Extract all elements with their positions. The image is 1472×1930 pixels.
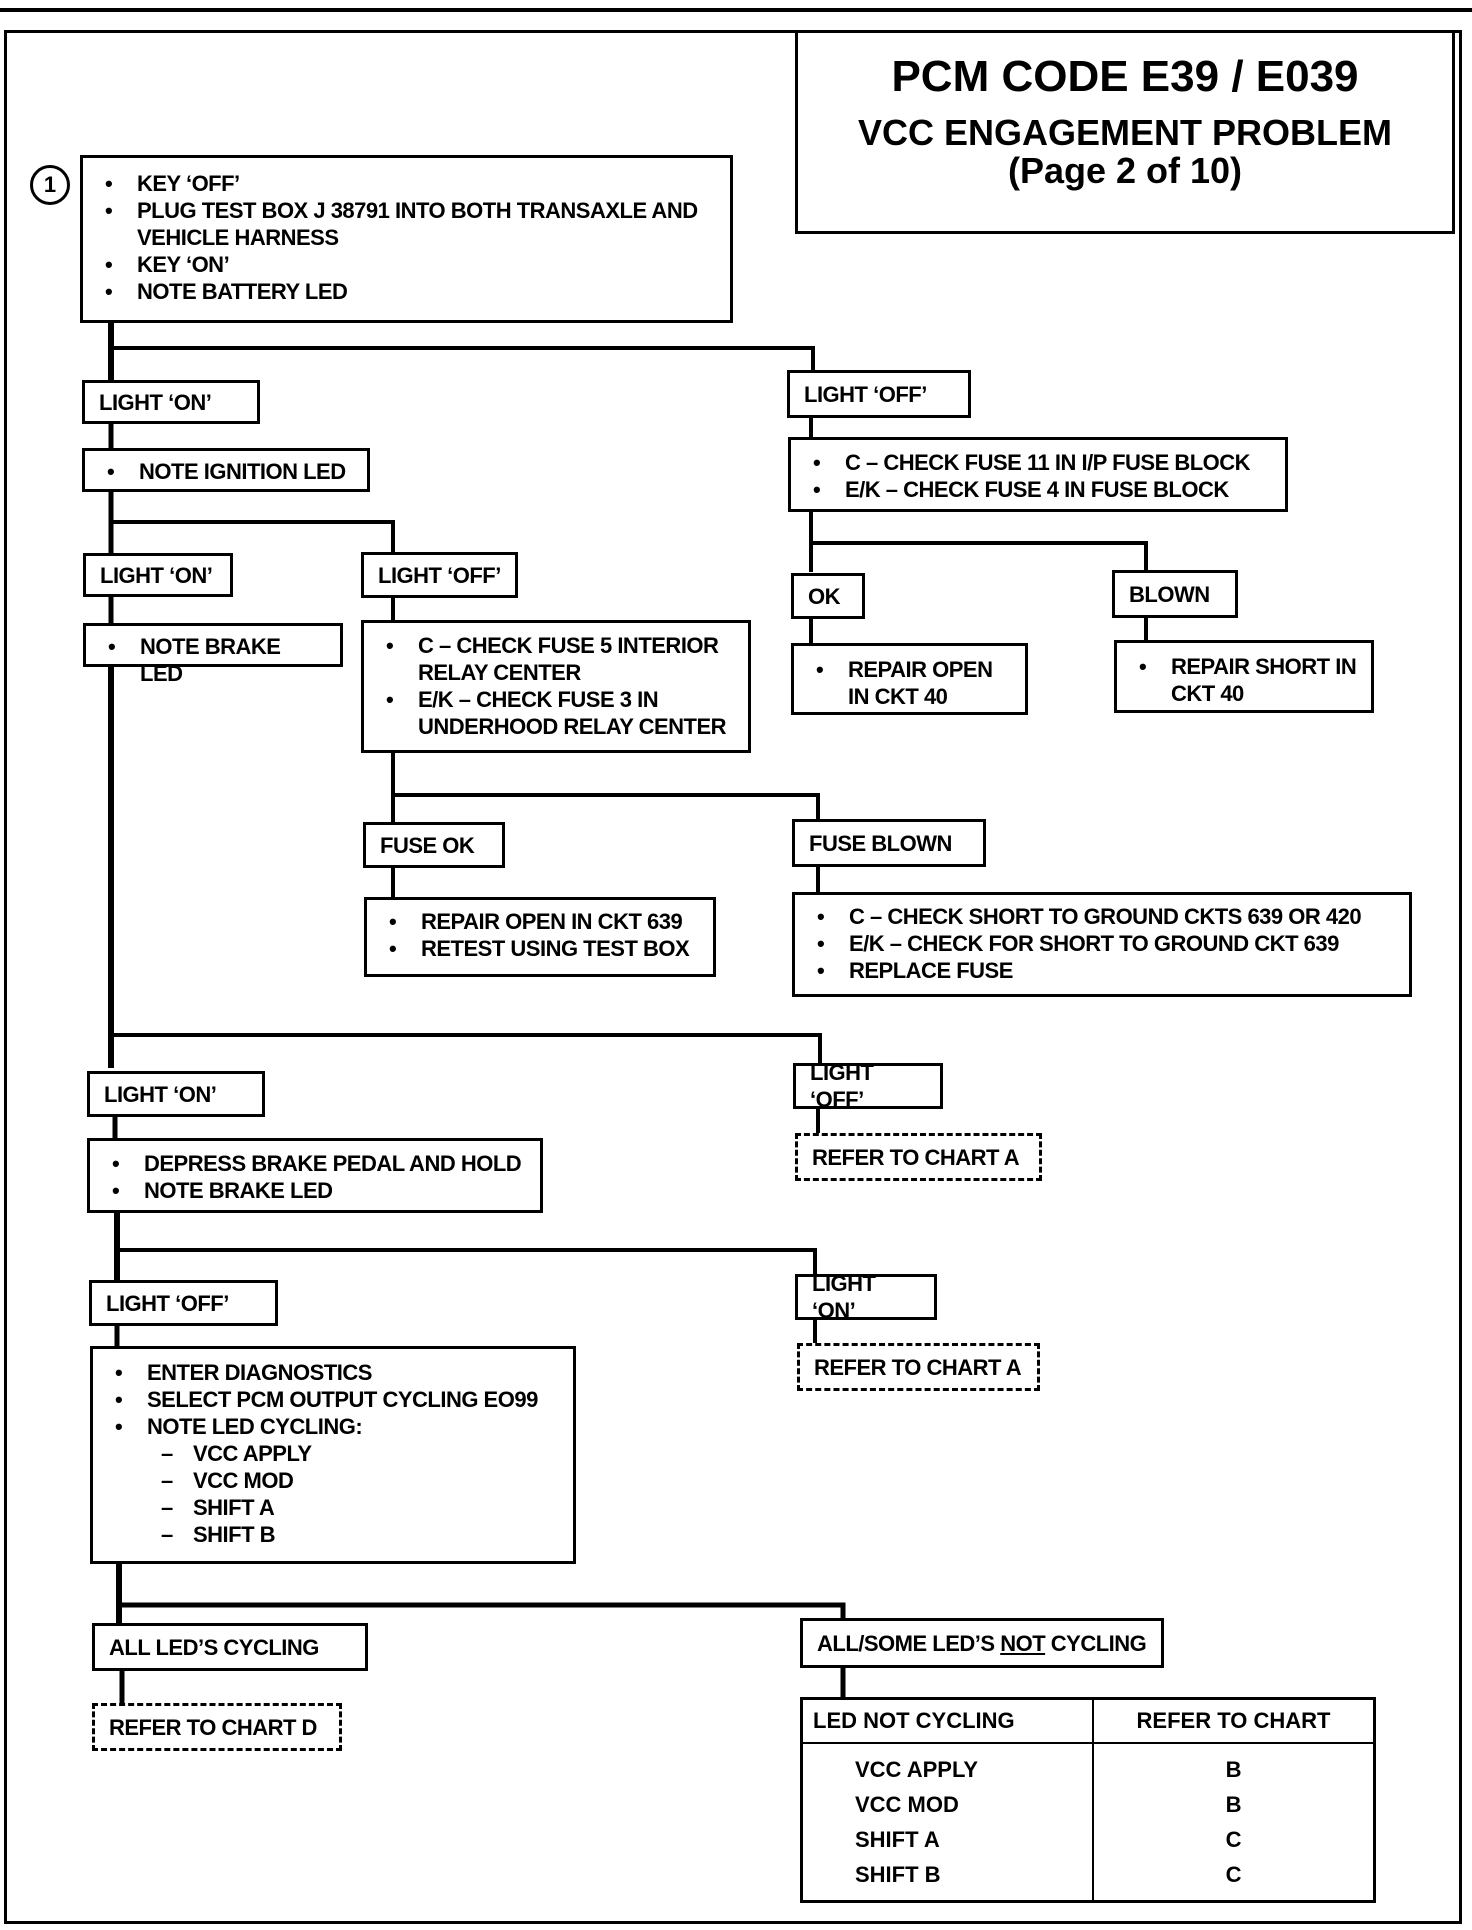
refer-chart-d: REFER TO CHART D: [92, 1703, 342, 1751]
diag-sub-item: SHIFT A: [105, 1494, 561, 1521]
table-cell: B: [1225, 1791, 1242, 1817]
bullet-item: C – CHECK FUSE 5 INTERIOR RELAY CENTER: [376, 632, 736, 686]
col-refer-to-chart: REFER TO CHART: [1093, 1698, 1375, 1744]
page-subtitle: VCC ENGAGEMENT PROBLEM: [857, 112, 1393, 153]
repair-open-639-list: REPAIR OPEN IN CKT 639RETEST USING TEST …: [379, 908, 701, 962]
ignition-light-off: LIGHT ‘OFF’: [361, 552, 518, 598]
bullet-item: NOTE BRAKE LED: [98, 633, 328, 687]
refer-chart-a-2: REFER TO CHART A: [797, 1343, 1040, 1391]
ignition-step-box: NOTE IGNITION LED: [82, 448, 370, 492]
step1-box: KEY ‘OFF’PLUG TEST BOX J 38791 INTO BOTH…: [80, 155, 733, 323]
bullet-item: KEY ‘OFF’: [95, 170, 718, 197]
depress-step-box: DEPRESS BRAKE PEDAL AND HOLDNOTE BRAKE L…: [87, 1138, 543, 1213]
repair-short-40-box: REPAIR SHORT IN CKT 40: [1114, 640, 1374, 713]
table-row: SHIFT B C: [801, 1857, 1375, 1902]
bullet-item: KEY ‘ON’: [95, 251, 718, 278]
fuse-check-relay-box: C – CHECK FUSE 5 INTERIOR RELAY CENTERE/…: [361, 620, 751, 753]
repair-open-40-list: REPAIR OPEN IN CKT 40: [806, 656, 1013, 710]
fuse-check-relay-list: C – CHECK FUSE 5 INTERIOR RELAY CENTERE/…: [376, 632, 736, 740]
top-rule: [0, 8, 1472, 12]
table-cell: C: [1225, 1861, 1242, 1887]
not-cycling-underlined: NOT: [1000, 1630, 1046, 1656]
diag-item: NOTE LED CYCLING:: [105, 1413, 561, 1440]
fuse-check-ip-list: C – CHECK FUSE 11 IN I/P FUSE BLOCKE/K –…: [803, 449, 1273, 503]
ignition-light-on: LIGHT ‘ON’: [83, 553, 233, 597]
bullet-item: E/K – CHECK FUSE 3 IN UNDERHOOD RELAY CE…: [376, 686, 736, 740]
bullet-item: C – CHECK SHORT TO GROUND CKTS 639 OR 42…: [807, 903, 1397, 930]
brake-light-on: LIGHT ‘ON’: [87, 1071, 265, 1117]
bullet-item: NOTE BRAKE LED: [102, 1177, 528, 1204]
bullet-item: REPAIR OPEN IN CKT 639: [379, 908, 701, 935]
table-cell: VCC MOD: [801, 1787, 1095, 1822]
diagnostics-list: ENTER DIAGNOSTICS SELECT PCM OUTPUT CYCL…: [105, 1359, 561, 1548]
brake-step-list: NOTE BRAKE LED: [98, 633, 328, 687]
bullet-item: E/K – CHECK FUSE 4 IN FUSE BLOCK: [803, 476, 1273, 503]
check-short-box: C – CHECK SHORT TO GROUND CKTS 639 OR 42…: [792, 892, 1412, 997]
bullet-item: RETEST USING TEST BOX: [379, 935, 701, 962]
diagnostics-step-box: ENTER DIAGNOSTICS SELECT PCM OUTPUT CYCL…: [90, 1346, 576, 1564]
bullet-item: PLUG TEST BOX J 38791 INTO BOTH TRANSAXL…: [95, 197, 718, 251]
table-row: VCC APPLY B: [801, 1743, 1375, 1787]
table-cell: SHIFT B: [801, 1857, 1095, 1902]
pedal-light-off: LIGHT ‘OFF’: [89, 1280, 278, 1326]
page-number: (Page 2 of 10): [1007, 150, 1243, 191]
bullet-item: REPLACE FUSE: [807, 957, 1397, 984]
fuse-check-ip-box: C – CHECK FUSE 11 IN I/P FUSE BLOCKE/K –…: [788, 437, 1288, 512]
table-cell: VCC APPLY: [801, 1743, 1095, 1787]
depress-step-list: DEPRESS BRAKE PEDAL AND HOLDNOTE BRAKE L…: [102, 1150, 528, 1204]
fuse-blown-label: BLOWN: [1112, 570, 1238, 618]
table-cell: C: [1225, 1826, 1242, 1852]
leds-not-cycling-label: ALL/SOME LED’S NOT CYCLING: [800, 1618, 1164, 1668]
table-cell: B: [1225, 1756, 1242, 1782]
diag-sub-item: SHIFT B: [105, 1521, 561, 1548]
page-frame: [4, 30, 1462, 1924]
bullet-item: REPAIR OPEN IN CKT 40: [806, 656, 1013, 710]
bullet-item: DEPRESS BRAKE PEDAL AND HOLD: [102, 1150, 528, 1177]
diag-sub-item: VCC APPLY: [105, 1440, 561, 1467]
repair-open-40-box: REPAIR OPEN IN CKT 40: [791, 643, 1028, 715]
not-cycling-text-pre: ALL/SOME LED’S: [817, 1630, 1001, 1656]
battery-light-off: LIGHT ‘OFF’: [787, 370, 971, 418]
step-number-badge: 1: [30, 165, 70, 205]
led-refer-table: LED NOT CYCLING REFER TO CHART VCC APPLY…: [800, 1697, 1376, 1903]
step1-list: KEY ‘OFF’PLUG TEST BOX J 38791 INTO BOTH…: [95, 170, 718, 305]
table-row: VCC MOD B: [801, 1787, 1375, 1822]
bullet-item: REPAIR SHORT IN CKT 40: [1129, 653, 1359, 707]
diag-sub-item: VCC MOD: [105, 1467, 561, 1494]
refer-chart-a-1: REFER TO CHART A: [795, 1133, 1042, 1181]
check-short-list: C – CHECK SHORT TO GROUND CKTS 639 OR 42…: [807, 903, 1397, 984]
diag-item: ENTER DIAGNOSTICS: [105, 1359, 561, 1386]
bullet-item: NOTE IGNITION LED: [97, 458, 355, 485]
battery-light-on: LIGHT ‘ON’: [82, 380, 260, 424]
page-title: PCM CODE E39 / E039: [891, 52, 1359, 101]
not-cycling-text-post: CYCLING: [1045, 1630, 1147, 1656]
table-cell: SHIFT A: [801, 1822, 1095, 1857]
fuse-blown-relay-label: FUSE BLOWN: [792, 819, 986, 867]
table-row: SHIFT A C: [801, 1822, 1375, 1857]
col-led-not-cycling: LED NOT CYCLING: [801, 1698, 1095, 1744]
table-header-row: LED NOT CYCLING REFER TO CHART: [801, 1698, 1375, 1744]
bullet-item: E/K – CHECK FOR SHORT TO GROUND CKT 639: [807, 930, 1397, 957]
diag-item: SELECT PCM OUTPUT CYCLING EO99: [105, 1386, 561, 1413]
all-leds-cycling-label: ALL LED’S CYCLING: [92, 1623, 368, 1671]
brake-light-off: LIGHT ‘OFF’: [793, 1060, 943, 1112]
pedal-light-on: LIGHT ‘ON’: [795, 1271, 937, 1323]
fuse-ok-label: OK: [791, 573, 865, 619]
repair-open-639-box: REPAIR OPEN IN CKT 639RETEST USING TEST …: [364, 897, 716, 977]
repair-short-40-list: REPAIR SHORT IN CKT 40: [1129, 653, 1359, 707]
ignition-step-list: NOTE IGNITION LED: [97, 458, 355, 485]
title-block: PCM CODE E39 / E039 VCC ENGAGEMENT PROBL…: [795, 30, 1455, 234]
brake-step-box: NOTE BRAKE LED: [83, 623, 343, 686]
bullet-item: NOTE BATTERY LED: [95, 278, 718, 305]
fuse-ok-relay-label: FUSE OK: [363, 822, 505, 868]
bullet-item: C – CHECK FUSE 11 IN I/P FUSE BLOCK: [803, 449, 1273, 476]
